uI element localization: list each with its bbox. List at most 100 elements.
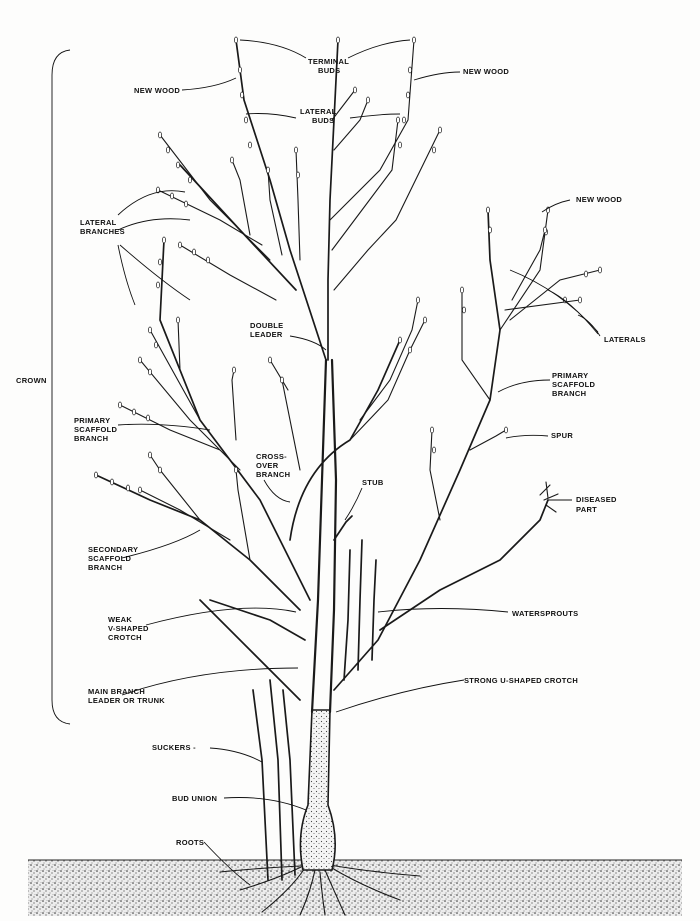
label-suckers: SUCKERS - bbox=[152, 743, 196, 752]
bud-mark bbox=[158, 131, 162, 139]
label-strong-crotch: STRONG U-SHAPED CROTCH bbox=[464, 676, 578, 685]
roots bbox=[219, 864, 421, 916]
bud-mark bbox=[176, 316, 180, 324]
diagram-labels: TERMINAL BUDS NEW WOOD NEW WOOD LATERAL … bbox=[16, 57, 646, 847]
leader-lines bbox=[117, 39, 601, 886]
bud-mark bbox=[138, 356, 142, 364]
bud-mark bbox=[268, 356, 272, 364]
label-lateral-buds-1: LATERAL bbox=[300, 107, 337, 116]
bud-mark bbox=[396, 116, 400, 124]
bud-mark bbox=[132, 408, 136, 416]
bud-mark bbox=[294, 146, 298, 154]
right-lower-branch bbox=[379, 481, 559, 631]
bud-mark bbox=[158, 258, 162, 266]
label-double-leader-1: DOUBLE bbox=[250, 321, 283, 330]
bud-mark bbox=[578, 296, 582, 304]
stub bbox=[333, 515, 353, 541]
label-roots: ROOTS bbox=[176, 838, 204, 847]
label-watersprouts: WATERSPROUTS bbox=[512, 609, 578, 618]
bud-mark bbox=[176, 161, 180, 169]
bud-mark bbox=[126, 484, 130, 492]
weak-crotch-branch bbox=[199, 599, 306, 701]
bud-mark bbox=[148, 326, 152, 334]
bud-mark bbox=[146, 414, 150, 422]
label-diseased-part-1: DISEASED bbox=[576, 495, 617, 504]
primary-scaffold-left bbox=[119, 239, 311, 601]
bud-mark bbox=[402, 116, 406, 124]
bud-mark bbox=[430, 426, 434, 434]
label-weak-crotch-1: WEAK bbox=[108, 615, 132, 624]
bud-mark bbox=[248, 141, 252, 149]
label-lateral-buds-2: BUDS bbox=[312, 116, 334, 125]
bud-mark bbox=[462, 306, 466, 314]
label-main-branch-1: MAIN BRANCH bbox=[88, 687, 145, 696]
bud-mark bbox=[423, 316, 427, 324]
label-cross-over-2: OVER bbox=[256, 461, 279, 470]
bud-mark bbox=[488, 226, 492, 234]
label-bud-union: BUD UNION bbox=[172, 794, 217, 803]
bud-mark bbox=[266, 166, 270, 174]
bud-mark bbox=[110, 478, 114, 486]
bud-mark bbox=[366, 96, 370, 104]
bud-mark bbox=[280, 376, 284, 384]
bud-mark bbox=[156, 281, 160, 289]
bud-mark bbox=[543, 226, 547, 234]
bud-mark bbox=[206, 256, 210, 264]
bud-mark bbox=[170, 192, 174, 200]
bud-mark bbox=[408, 346, 412, 354]
left-lateral-branches bbox=[157, 134, 301, 301]
label-primary-scaffold-left-2: SCAFFOLD bbox=[74, 425, 118, 434]
label-laterals: LATERALS bbox=[604, 335, 646, 344]
label-new-wood-right: NEW WOOD bbox=[576, 195, 622, 204]
label-lateral-branches-2: BRANCHES bbox=[80, 227, 125, 236]
bud-mark bbox=[154, 341, 158, 349]
label-terminal-buds-2: BUDS bbox=[318, 66, 340, 75]
bud-mark bbox=[118, 401, 122, 409]
bud-mark bbox=[432, 146, 436, 154]
bud-mark bbox=[166, 146, 170, 154]
label-weak-crotch-3: CROTCH bbox=[108, 633, 142, 642]
bud-mark bbox=[162, 236, 166, 244]
bud-mark bbox=[178, 241, 182, 249]
bud-mark bbox=[460, 286, 464, 294]
bud-mark bbox=[192, 248, 196, 256]
bud-mark bbox=[138, 486, 142, 494]
crown-bracket bbox=[51, 49, 71, 725]
bud-mark bbox=[584, 270, 588, 278]
bud-mark bbox=[156, 186, 160, 194]
label-primary-scaffold-right-3: BRANCH bbox=[552, 389, 586, 398]
bud-mark bbox=[238, 66, 242, 74]
bud-mark bbox=[504, 426, 508, 434]
label-secondary-scaffold-2: SCAFFOLD bbox=[88, 554, 132, 563]
label-primary-scaffold-right-1: PRIMARY bbox=[552, 371, 588, 380]
bud-mark bbox=[234, 466, 238, 474]
bud-mark bbox=[244, 116, 248, 124]
label-main-branch-2: LEADER OR TRUNK bbox=[88, 696, 165, 705]
bud-mark bbox=[416, 296, 420, 304]
label-double-leader-2: LEADER bbox=[250, 330, 283, 339]
bud-mark bbox=[188, 176, 192, 184]
label-new-wood-top-left: NEW WOOD bbox=[134, 86, 180, 95]
bud-mark bbox=[336, 36, 340, 44]
label-spur: SPUR bbox=[551, 431, 573, 440]
label-secondary-scaffold-1: SECONDARY bbox=[88, 545, 138, 554]
suckers bbox=[252, 679, 296, 881]
label-diseased-part-2: PART bbox=[576, 505, 597, 514]
label-cross-over-1: CROSS- bbox=[256, 452, 287, 461]
bud-mark bbox=[184, 200, 188, 208]
label-cross-over-3: BRANCH bbox=[256, 470, 290, 479]
bud-mark bbox=[598, 266, 602, 274]
label-primary-scaffold-left-1: PRIMARY bbox=[74, 416, 110, 425]
label-primary-scaffold-right-2: SCAFFOLD bbox=[552, 380, 596, 389]
label-terminal-buds-1: TERMINAL bbox=[308, 57, 349, 66]
label-lateral-branches-1: LATERAL bbox=[80, 218, 117, 227]
bud-mark bbox=[408, 66, 412, 74]
label-new-wood-top-right: NEW WOOD bbox=[463, 67, 509, 76]
label-primary-scaffold-left-3: BRANCH bbox=[74, 434, 108, 443]
trunk bbox=[299, 358, 338, 871]
bud-mark bbox=[432, 446, 436, 454]
bud-mark bbox=[296, 171, 300, 179]
bud-mark bbox=[148, 451, 152, 459]
